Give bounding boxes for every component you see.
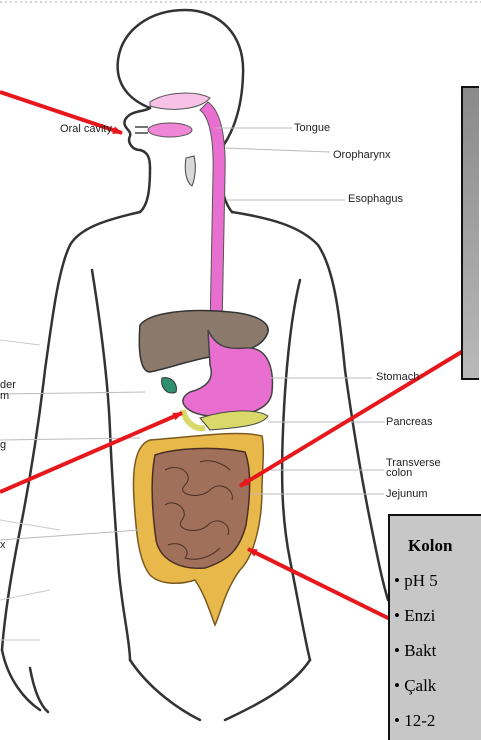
body-outline	[2, 10, 388, 720]
label-oropharynx: Oropharynx	[333, 150, 390, 161]
nasal-cavity	[150, 93, 210, 109]
label-tongue: Tongue	[294, 123, 330, 134]
colon-box-item: • pH 5	[394, 571, 438, 591]
label-pancreas: Pancreas	[386, 417, 432, 428]
colon-box-title: Kolon	[408, 536, 452, 556]
esophagus	[200, 102, 225, 330]
teeth	[135, 127, 148, 133]
colon-box-item: • Çalk	[394, 676, 436, 696]
colon-box-item: • Bakt	[394, 641, 436, 661]
label-oral-cavity: Oral cavity	[60, 124, 112, 135]
label-colon: colon	[386, 468, 412, 479]
tongue	[148, 123, 192, 137]
label-jejunum: Jejunum	[386, 489, 428, 500]
label-left-partial-4: x	[0, 540, 6, 551]
small-intestine	[152, 448, 250, 568]
label-left-partial-3: g	[0, 440, 6, 451]
info-box-small-intestine	[461, 86, 479, 380]
label-stomach: Stomach	[376, 372, 419, 383]
info-box-colon: Kolon • pH 5 • Enzi • Bakt • Çalk • 12-2	[388, 514, 481, 740]
colon-box-item: • 12-2	[394, 711, 435, 731]
label-esophagus: Esophagus	[348, 194, 403, 205]
label-left-partial-2: m	[0, 391, 9, 402]
gallbladder	[162, 378, 177, 393]
colon-box-item: • Enzi	[394, 606, 435, 626]
arrow-colon	[248, 549, 392, 620]
larynx	[185, 156, 195, 186]
